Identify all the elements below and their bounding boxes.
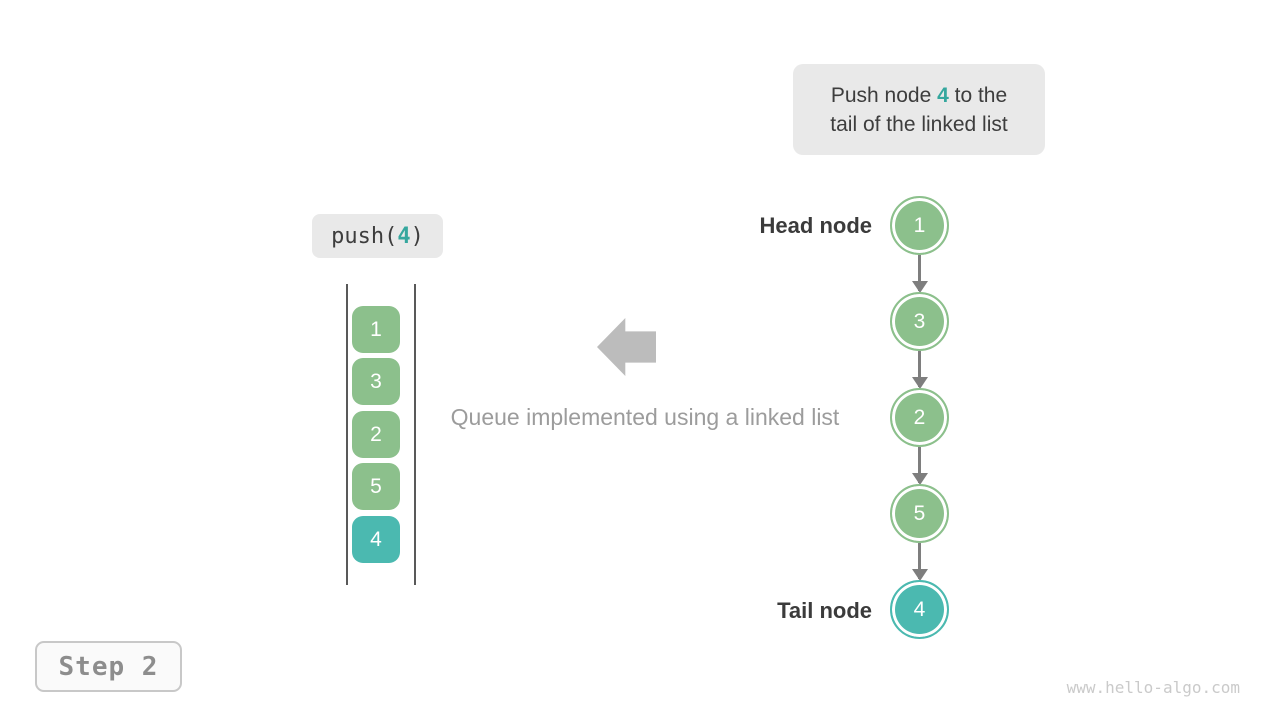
diagram-caption: Queue implemented using a linked list: [450, 404, 840, 430]
arrow-down-connector: [918, 255, 921, 291]
arrow-down-connector: [918, 543, 921, 579]
arrow-down-connector: [918, 351, 921, 387]
arrow-down-connector: [918, 447, 921, 483]
callout-text-suffix: to the: [948, 83, 1008, 107]
callout-bubble: Push node 4 to the tail of the linked li…: [793, 64, 1045, 155]
queue-cell: 2: [352, 411, 400, 458]
queue-rail-right: [414, 284, 416, 585]
linked-list-node: 2: [890, 388, 949, 447]
step-badge: Step 2: [35, 641, 182, 692]
callout-text-prefix: Push node: [830, 83, 938, 107]
tail-node-label: Tail node: [777, 598, 872, 623]
queue-rail-left: [346, 284, 348, 585]
callout-highlight-value: 4: [937, 83, 949, 107]
queue-cell: 3: [352, 358, 400, 405]
push-label-value: 4: [397, 223, 411, 249]
push-operation-label: push(4): [312, 214, 443, 258]
queue-cell-highlighted: 4: [352, 516, 400, 563]
callout-text-block: Push node 4 to the tail of the linked li…: [830, 81, 1007, 139]
linked-list-node: 1: [890, 196, 949, 255]
push-label-prefix: push(: [331, 223, 398, 249]
head-node-label: Head node: [759, 213, 872, 238]
queue-cell: 5: [352, 463, 400, 510]
watermark-url: www.hello-algo.com: [1066, 678, 1240, 697]
push-label-suffix: ): [410, 223, 424, 249]
callout-text-line2: tail of the linked list: [830, 112, 1008, 136]
linked-list-node-highlighted: 4: [890, 580, 949, 639]
left-block-arrow-icon: [597, 318, 656, 376]
linked-list-node: 5: [890, 484, 949, 543]
linked-list-node: 3: [890, 292, 949, 351]
queue-cell: 1: [352, 306, 400, 353]
